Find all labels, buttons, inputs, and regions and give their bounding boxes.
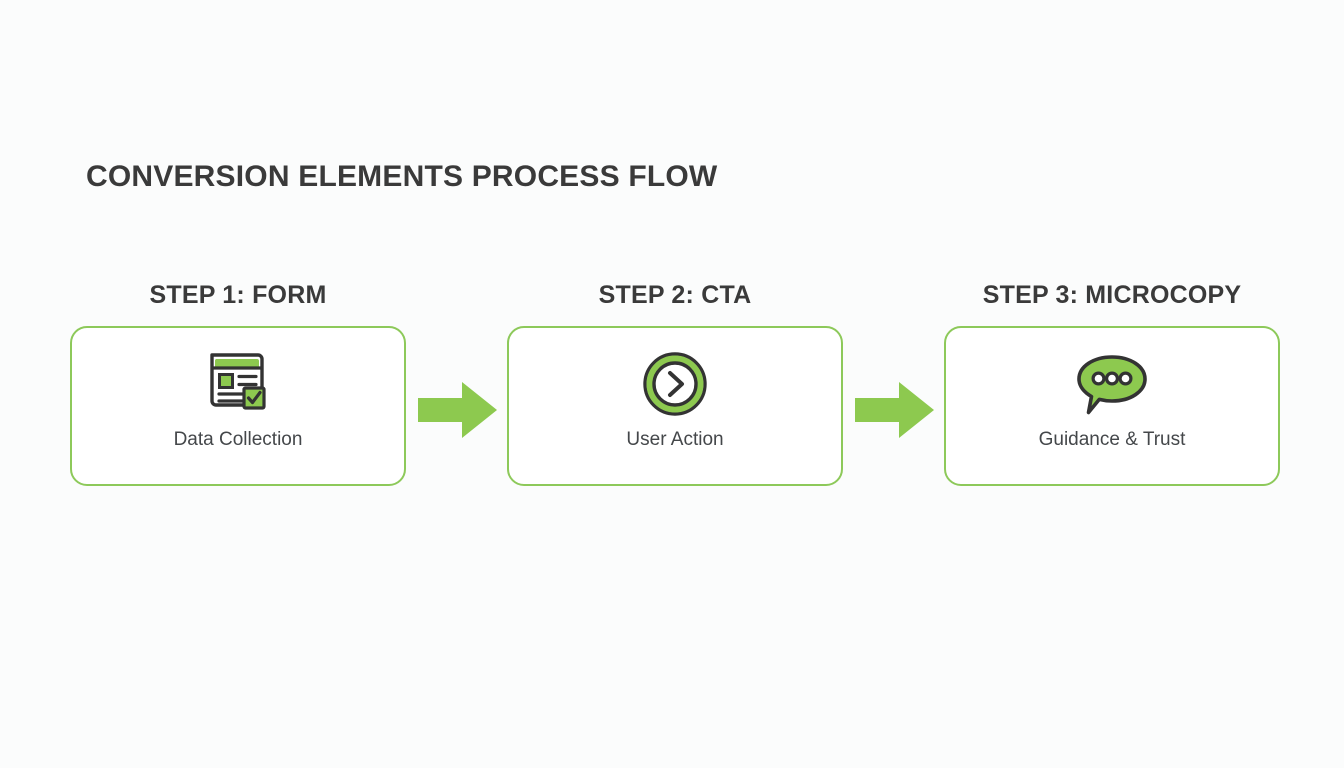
form-document-icon — [199, 345, 277, 423]
chevron-right-circle-icon — [636, 345, 714, 423]
process-step-1: STEP 1: FORM — [70, 280, 406, 486]
step-2-caption: User Action — [626, 429, 724, 450]
step-3-heading: STEP 3: MICROCOPY — [982, 281, 1242, 309]
step-3-caption: Guidance & Trust — [1038, 429, 1186, 450]
step-2-heading: STEP 2: CTA — [598, 281, 752, 309]
arrow-right-icon-1 — [418, 381, 498, 439]
step-1-caption: Data Collection — [173, 429, 303, 450]
page-title: CONVERSION ELEMENTS PROCESS FLOW — [86, 160, 718, 193]
process-step-3: STEP 3: MICROCOPY Guidance & Trust — [944, 280, 1280, 486]
step-2-card[interactable]: User Action — [507, 326, 843, 486]
process-step-2: STEP 2: CTA User Action — [507, 280, 843, 486]
speech-bubble-icon — [1070, 345, 1154, 423]
step-3-card[interactable]: Guidance & Trust — [944, 326, 1280, 486]
arrow-right-icon-2 — [855, 381, 935, 439]
step-1-card[interactable]: Data Collection — [70, 326, 406, 486]
step-1-heading: STEP 1: FORM — [149, 281, 327, 309]
